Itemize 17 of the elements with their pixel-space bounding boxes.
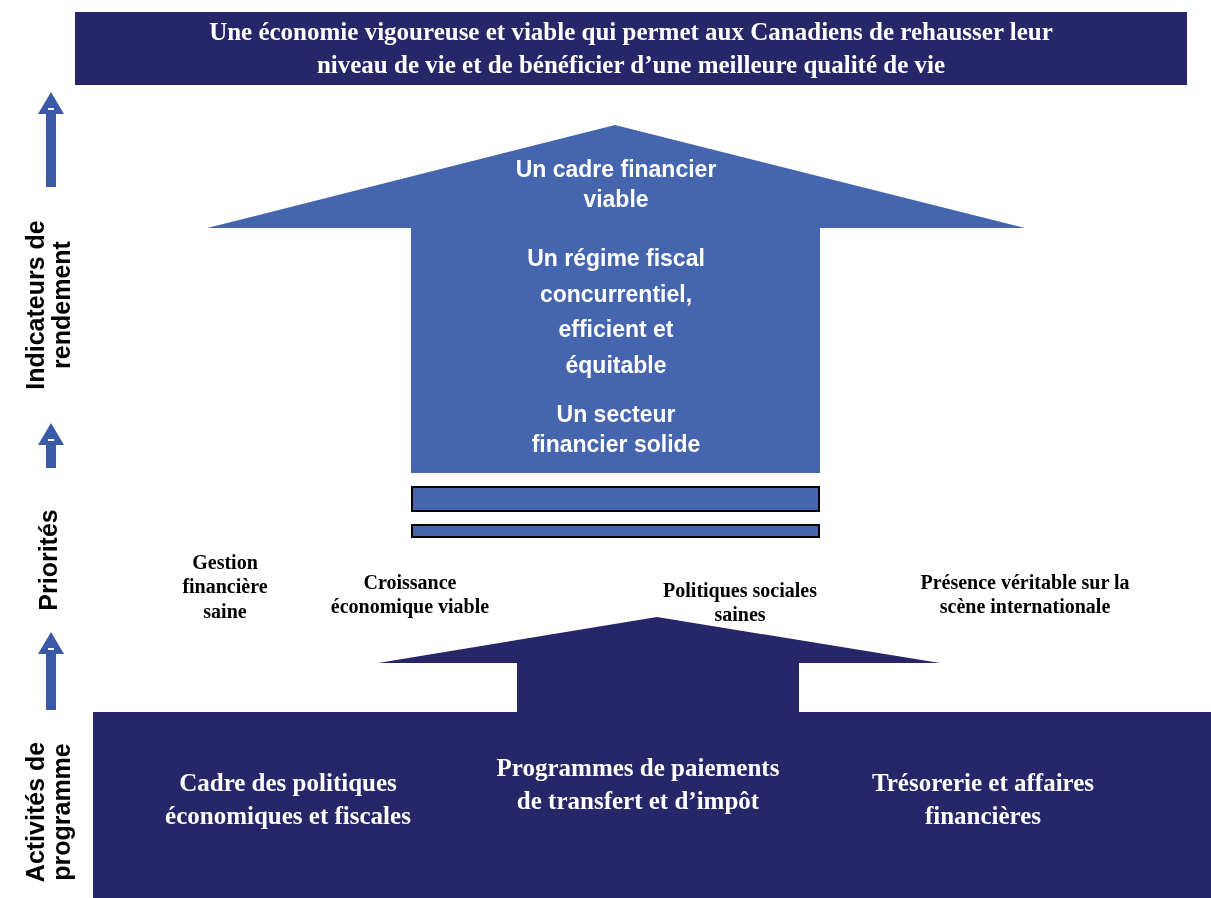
priority-label: Politiques sociales saines: [662, 578, 818, 627]
level-label: Activités de programme: [21, 740, 75, 885]
title-banner: [75, 12, 1187, 85]
activity-text: Trésorerie et affaires financières: [870, 768, 1096, 831]
level-label: Priorités: [34, 509, 62, 611]
activity-text: Programmes de paiements de transfert et d’impôt: [495, 753, 781, 816]
priority-label: Présence véritable sur la scène internationale: [919, 570, 1131, 619]
activity-text: Cadre des politiques économiques et fiscales: [164, 768, 412, 831]
banner-text: Une économie vigoureuse et viable qui permet aux Canadiens de rehausser leur niveau de vie et de bénéficier d’une meilleure qualité de vie: [208, 17, 1054, 80]
priority-label: Gestion financière saine: [181, 550, 269, 624]
indicator-text: Un cadre financier viable: [514, 155, 718, 214]
indicator-text: Un secteur financier solide: [530, 400, 702, 459]
priority-label: Croissance économique viable: [329, 570, 491, 619]
layer-bar: [411, 524, 820, 538]
level-label: Indicateurs de rendement: [21, 219, 75, 392]
layer-bar: [411, 486, 820, 512]
indicator-text: Un régime fiscal concurrentiel, efficient et équitable: [526, 244, 706, 380]
